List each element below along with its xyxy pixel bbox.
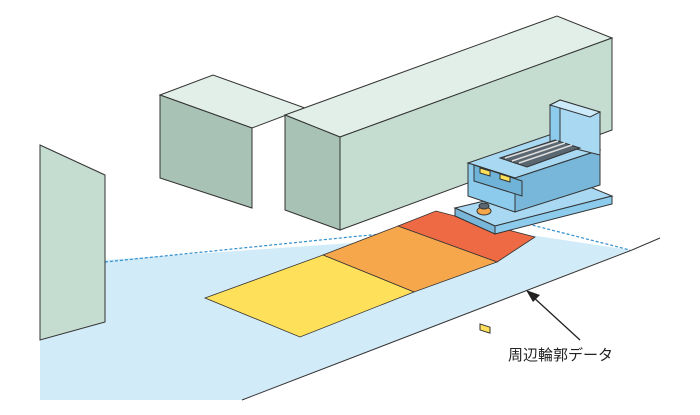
agv-robot-icon <box>453 99 614 334</box>
left-building <box>39 144 106 341</box>
safety-zones <box>203 210 536 338</box>
back-building-long <box>283 15 614 231</box>
contour-data-label: 周辺輪郭データ <box>508 346 614 364</box>
pointer-arrow-icon <box>526 290 581 341</box>
zone-near <box>203 254 416 338</box>
back-building-low <box>158 74 307 209</box>
